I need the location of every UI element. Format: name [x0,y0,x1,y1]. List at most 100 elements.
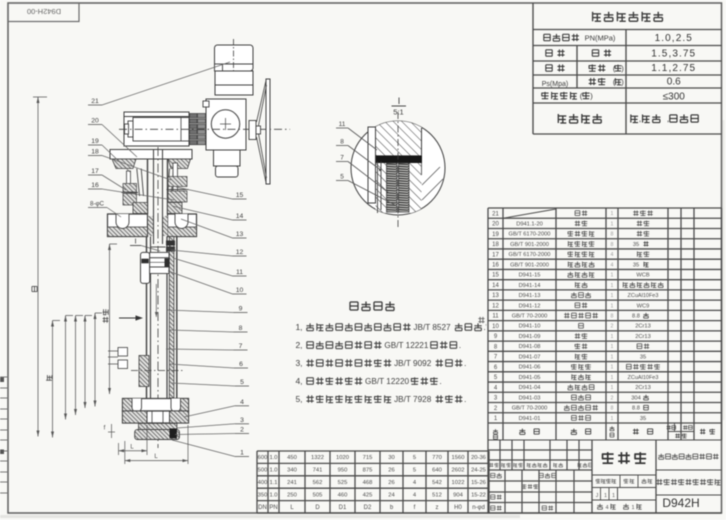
svg-text:1: 1 [611,293,614,299]
svg-text:19: 19 [91,138,99,145]
svg-text:.: . [464,395,466,404]
svg-text:1.0: 1.0 [269,492,277,498]
svg-text:640: 640 [432,468,442,474]
svg-text:2Cr13: 2Cr13 [635,334,651,340]
svg-text:2602: 2602 [452,468,465,474]
svg-text:WC9: WC9 [637,303,650,309]
svg-text:7: 7 [340,155,344,162]
svg-text:15: 15 [236,192,244,199]
svg-text:8: 8 [611,242,614,248]
svg-text:5: 5 [494,375,498,381]
svg-text:f: f [104,426,106,432]
svg-text:1: 1 [631,505,634,511]
svg-text:512: 512 [432,492,442,498]
svg-text:2: 2 [240,427,244,434]
svg-text:f: f [414,505,416,511]
svg-text:L: L [130,444,134,450]
svg-text:Ps(Mpa): Ps(Mpa) [542,81,568,88]
svg-text:D941-03: D941-03 [519,395,541,401]
svg-text:1: 1 [611,344,614,350]
svg-text:.: . [483,323,485,332]
svg-text:1: 1 [611,354,614,360]
svg-text:I: I [134,237,136,246]
svg-text:.: . [459,341,461,350]
svg-text:8: 8 [611,314,614,320]
svg-text:JB/T 7928: JB/T 7928 [394,395,432,404]
svg-text:7: 7 [239,343,243,350]
svg-text:ZCuAl10Fe3: ZCuAl10Fe3 [628,293,659,299]
svg-text:,: , [639,115,641,124]
svg-text:450: 450 [287,455,297,461]
svg-text:20: 20 [91,118,99,125]
svg-text:D941-05: D941-05 [519,375,541,381]
svg-text:L: L [154,454,158,460]
svg-text:D941-01: D941-01 [519,416,541,422]
svg-text:(: ( [613,80,616,87]
svg-text:1: 1 [611,283,614,289]
svg-text:8.8: 8.8 [632,406,640,412]
svg-text:1022: 1022 [452,480,465,486]
svg-text:ZCuAl10Fe3: ZCuAl10Fe3 [628,375,659,381]
svg-text:21: 21 [91,98,99,105]
svg-text:12: 12 [492,303,499,309]
svg-text:875: 875 [363,468,373,474]
svg-text:WCB: WCB [636,273,649,279]
svg-text:1: 1 [611,334,614,340]
svg-text:950: 950 [338,468,348,474]
svg-text:16: 16 [91,182,99,189]
svg-text:425: 425 [363,492,373,498]
svg-text:,: , [485,321,487,327]
svg-text:770: 770 [432,455,442,461]
svg-text:16: 16 [492,263,499,269]
svg-text:8: 8 [494,344,498,350]
svg-text:2: 2 [611,324,614,330]
svg-text:14: 14 [492,283,499,289]
svg-text:5,: 5, [295,394,302,404]
svg-text:): ) [590,92,593,101]
svg-text:GB/T 12221: GB/T 12221 [384,341,428,350]
svg-text:13: 13 [236,231,244,238]
svg-text:n-φd: n-φd [472,505,485,511]
svg-text:5: 5 [240,379,244,386]
svg-text:GB/T 70-2000: GB/T 70-2000 [512,314,548,320]
svg-text:1: 1 [611,365,614,371]
svg-text:1: 1 [611,385,614,391]
svg-text:1.1,2.75: 1.1,2.75 [651,63,696,74]
svg-text:8.8: 8.8 [632,314,640,320]
svg-text:D941-06: D941-06 [519,365,541,371]
svg-text:35: 35 [640,354,646,360]
svg-text:15-26: 15-26 [471,480,486,486]
svg-text:1: 1 [611,211,614,217]
svg-text:4: 4 [605,505,608,511]
svg-text:542: 542 [432,480,442,486]
svg-text:1020: 1020 [336,455,349,461]
svg-text:5: 5 [413,455,416,461]
svg-text:304: 304 [631,395,641,401]
svg-text:5: 5 [413,468,416,474]
svg-text:1.0: 1.0 [269,455,277,461]
svg-text:.: . [439,377,441,386]
svg-text:GB/T 70-2000: GB/T 70-2000 [512,406,548,412]
svg-text:D: D [315,505,320,511]
svg-text:1.5,3.75: 1.5,3.75 [651,49,696,60]
svg-text:D941-14: D941-14 [519,283,541,289]
svg-text:241: 241 [287,480,297,486]
svg-text:1: 1 [611,273,614,279]
svg-text:4: 4 [240,399,244,406]
svg-text:DN: DN [258,505,267,511]
svg-text:4,: 4, [295,376,302,386]
svg-text:9: 9 [239,306,243,313]
svg-text:L: L [290,505,294,511]
svg-text:8: 8 [611,406,614,412]
svg-text:D941-12: D941-12 [519,303,541,309]
svg-text:D941-08: D941-08 [519,344,541,350]
svg-text:4: 4 [413,480,417,486]
svg-text:0.6: 0.6 [667,77,681,88]
svg-text:11: 11 [236,269,243,276]
svg-text:35: 35 [640,416,646,422]
svg-text:4: 4 [611,252,614,258]
svg-text:I: I [398,96,401,106]
svg-text:D941-13: D941-13 [519,293,541,299]
svg-text:24-25: 24-25 [471,468,486,474]
svg-text:1: 1 [240,450,244,457]
